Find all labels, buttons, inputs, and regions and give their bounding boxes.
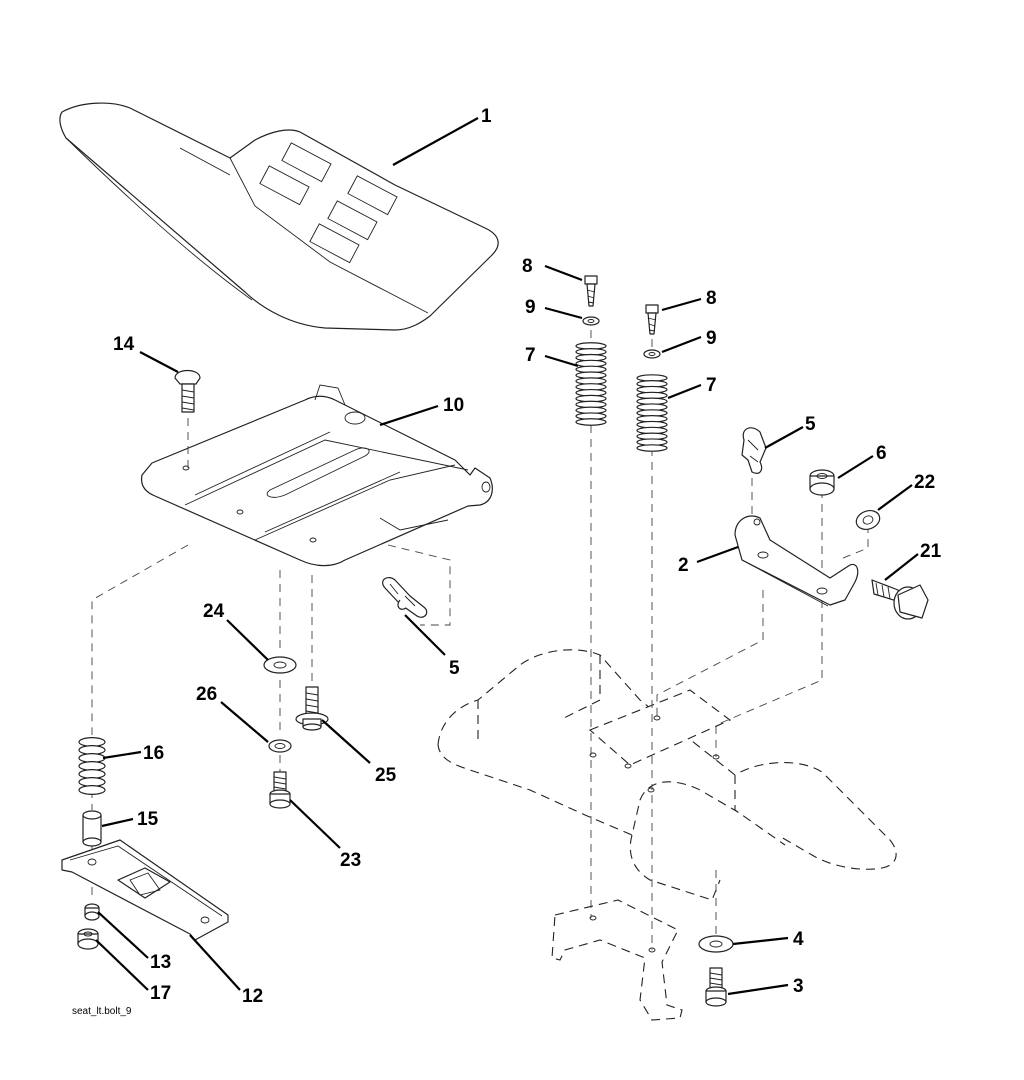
callout-14: 14 xyxy=(113,334,135,355)
screw-8-right xyxy=(645,304,659,335)
spring-7-left xyxy=(575,342,607,426)
callout-9-right: 9 xyxy=(706,328,717,349)
callout-7-left: 7 xyxy=(525,345,536,366)
bolt-21 xyxy=(871,579,929,620)
spring-7-right xyxy=(636,374,668,452)
callout-4: 4 xyxy=(793,929,804,950)
flange-bolt-25 xyxy=(295,686,329,731)
callout-9-left: 9 xyxy=(525,297,536,318)
seat-pan-part xyxy=(140,384,493,567)
nut-13 xyxy=(84,903,100,921)
callout-15: 15 xyxy=(137,809,159,830)
callout-3: 3 xyxy=(793,976,804,997)
lower-bracket-phantom xyxy=(551,899,683,1021)
callout-8-right: 8 xyxy=(706,288,717,309)
callout-22: 22 xyxy=(914,472,935,493)
clip-5-left xyxy=(382,576,428,618)
callout-5-right: 5 xyxy=(805,414,816,435)
leader-lines xyxy=(95,117,919,996)
carriage-bolt-14 xyxy=(174,369,201,413)
bolt-3 xyxy=(705,967,727,1007)
screw-8-left xyxy=(584,275,598,307)
callout-12: 12 xyxy=(242,986,263,1007)
nut-22 xyxy=(855,509,881,531)
callout-7-right: 7 xyxy=(706,375,717,396)
washer-9-right xyxy=(643,349,661,359)
nut-6 xyxy=(809,469,835,496)
washer-4 xyxy=(698,935,734,953)
callout-2: 2 xyxy=(678,555,689,576)
callout-24: 24 xyxy=(203,601,225,622)
spacer-15 xyxy=(82,810,102,847)
drawing-file-label: seat_lt.bolt_9 xyxy=(72,1006,132,1017)
clip-5-right xyxy=(741,427,767,474)
seat-part xyxy=(59,102,499,331)
callout-6: 6 xyxy=(876,443,887,464)
callout-16: 16 xyxy=(143,743,164,764)
lock-washer-26 xyxy=(268,739,292,753)
callout-13: 13 xyxy=(150,952,171,973)
callout-8-left: 8 xyxy=(522,256,533,277)
washer-24 xyxy=(263,656,297,674)
washer-9-left xyxy=(582,316,600,326)
callout-21: 21 xyxy=(920,541,942,562)
callout-1: 1 xyxy=(481,106,492,127)
callout-5-left: 5 xyxy=(449,658,460,679)
callout-labels: 1 10 14 8 9 7 8 9 7 5 6 22 21 2 5 24 26 … xyxy=(113,106,942,1007)
callout-23: 23 xyxy=(340,850,361,871)
callout-25: 25 xyxy=(375,765,397,786)
spring-16 xyxy=(78,736,106,795)
callout-10: 10 xyxy=(443,395,464,416)
assembly-lines xyxy=(91,325,869,950)
callout-17: 17 xyxy=(150,983,171,1004)
bracket-2 xyxy=(734,515,859,607)
bolt-23 xyxy=(269,771,291,809)
nut-17 xyxy=(77,928,99,950)
fender-frame-phantom xyxy=(437,649,897,901)
bracket-12 xyxy=(61,839,229,941)
callout-26: 26 xyxy=(196,684,217,705)
